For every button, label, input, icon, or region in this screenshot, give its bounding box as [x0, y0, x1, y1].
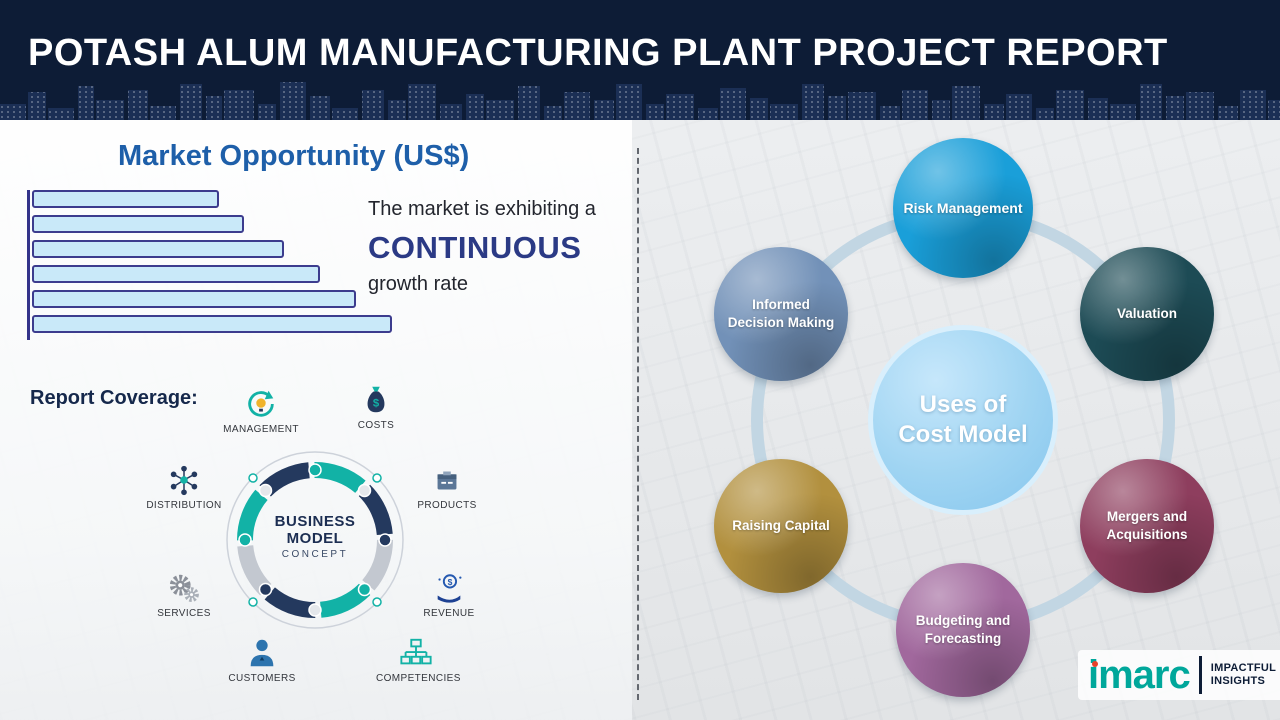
imarc-logo: imarc IMPACTFUL INSIGHTS [1078, 650, 1280, 700]
business-model-item-revenue: $ REVENUE [409, 571, 489, 619]
report-coverage-label: Report Coverage: [30, 387, 198, 409]
box-icon [437, 471, 457, 490]
business-model-item-customers: CUSTOMERS [222, 636, 302, 684]
cost-model-center-line-2: Cost Model [898, 421, 1028, 448]
business-model-item-label: DISTRIBUTION [146, 500, 222, 511]
cost-model-node-mergers-acquisitions: Mergers and Acquisitions [1080, 459, 1214, 593]
imarc-logo-wordmark: imarc [1088, 653, 1191, 697]
market-bar-chart-bars [32, 190, 392, 333]
market-bar [32, 240, 284, 258]
business-model-item-management: MANAGEMENT [221, 387, 301, 435]
business-model-item-label: MANAGEMENT [223, 424, 299, 435]
business-model-item-services: SERVICES [144, 571, 224, 619]
person-icon [250, 639, 274, 667]
header-banner: POTASH ALUM MANUFACTURING PLANT PROJECT … [0, 0, 1280, 120]
business-model-item-label: COSTS [357, 420, 395, 431]
market-bar [32, 265, 320, 283]
city-skyline-graphic [0, 82, 1280, 120]
business-model-ring [226, 451, 404, 629]
svg-text:$: $ [373, 398, 380, 410]
org-chart-icon [400, 638, 432, 665]
cost-model-center-circle: Uses of Cost Model [868, 325, 1058, 515]
hand-coin-icon: $ [437, 574, 462, 603]
market-bar [32, 215, 245, 233]
imarc-logo-tagline: IMPACTFUL INSIGHTS [1210, 661, 1277, 687]
cost-model-center-line-1: Uses of [919, 391, 1007, 418]
cost-model-node-budgeting-forecasting: Budgeting and Forecasting [896, 563, 1030, 697]
business-model-item-label: REVENUE [423, 608, 475, 619]
business-model-item-products: PRODUCTS [407, 463, 487, 511]
money-bag-icon: $ [367, 386, 385, 413]
business-model-center-label: BUSINESS MODEL CONCEPT [274, 513, 356, 560]
growth-line-3: growth rate [368, 273, 469, 295]
gears-icon [169, 574, 199, 602]
market-bar [32, 190, 220, 208]
business-model-item-label: CUSTOMERS [228, 673, 296, 684]
cost-model-node-informed-decision-making: Informed Decision Making [714, 247, 848, 381]
market-bar-chart [27, 190, 392, 340]
growth-line-continuous: CONTINUOUS [368, 230, 582, 265]
management-cycle-icon [248, 390, 274, 417]
vertical-dashed-divider [637, 148, 639, 700]
growth-statement: The market is exhibiting a CONTINUOUS gr… [368, 198, 638, 296]
business-model-item-label: PRODUCTS [417, 500, 477, 511]
page-title: POTASH ALUM MANUFACTURING PLANT PROJECT … [28, 32, 1168, 74]
business-model-diagram: BUSINESS MODEL CONCEPT MANAGEMENT $ COST… [140, 375, 500, 720]
cost-model-node-valuation: Valuation [1080, 247, 1214, 381]
svg-text:$: $ [448, 577, 453, 587]
imarc-logo-separator [1198, 656, 1202, 694]
growth-line-1: The market is exhibiting a [368, 198, 596, 220]
imarc-logo-dot [1092, 661, 1098, 667]
market-bar [32, 290, 356, 308]
cost-model-node-risk-management: Risk Management [893, 138, 1033, 278]
business-model-item-competencies: COMPETENCIES [376, 636, 461, 684]
market-opportunity-title: Market Opportunity (US$) [118, 140, 470, 172]
business-model-item-costs: $ COSTS [336, 383, 416, 431]
market-bar [32, 315, 392, 333]
business-model-item-distribution: DISTRIBUTION [144, 463, 224, 511]
business-model-item-label: COMPETENCIES [376, 673, 461, 684]
business-model-item-label: SERVICES [157, 608, 211, 619]
cost-model-node-raising-capital: Raising Capital [714, 459, 848, 593]
network-icon [170, 465, 198, 496]
